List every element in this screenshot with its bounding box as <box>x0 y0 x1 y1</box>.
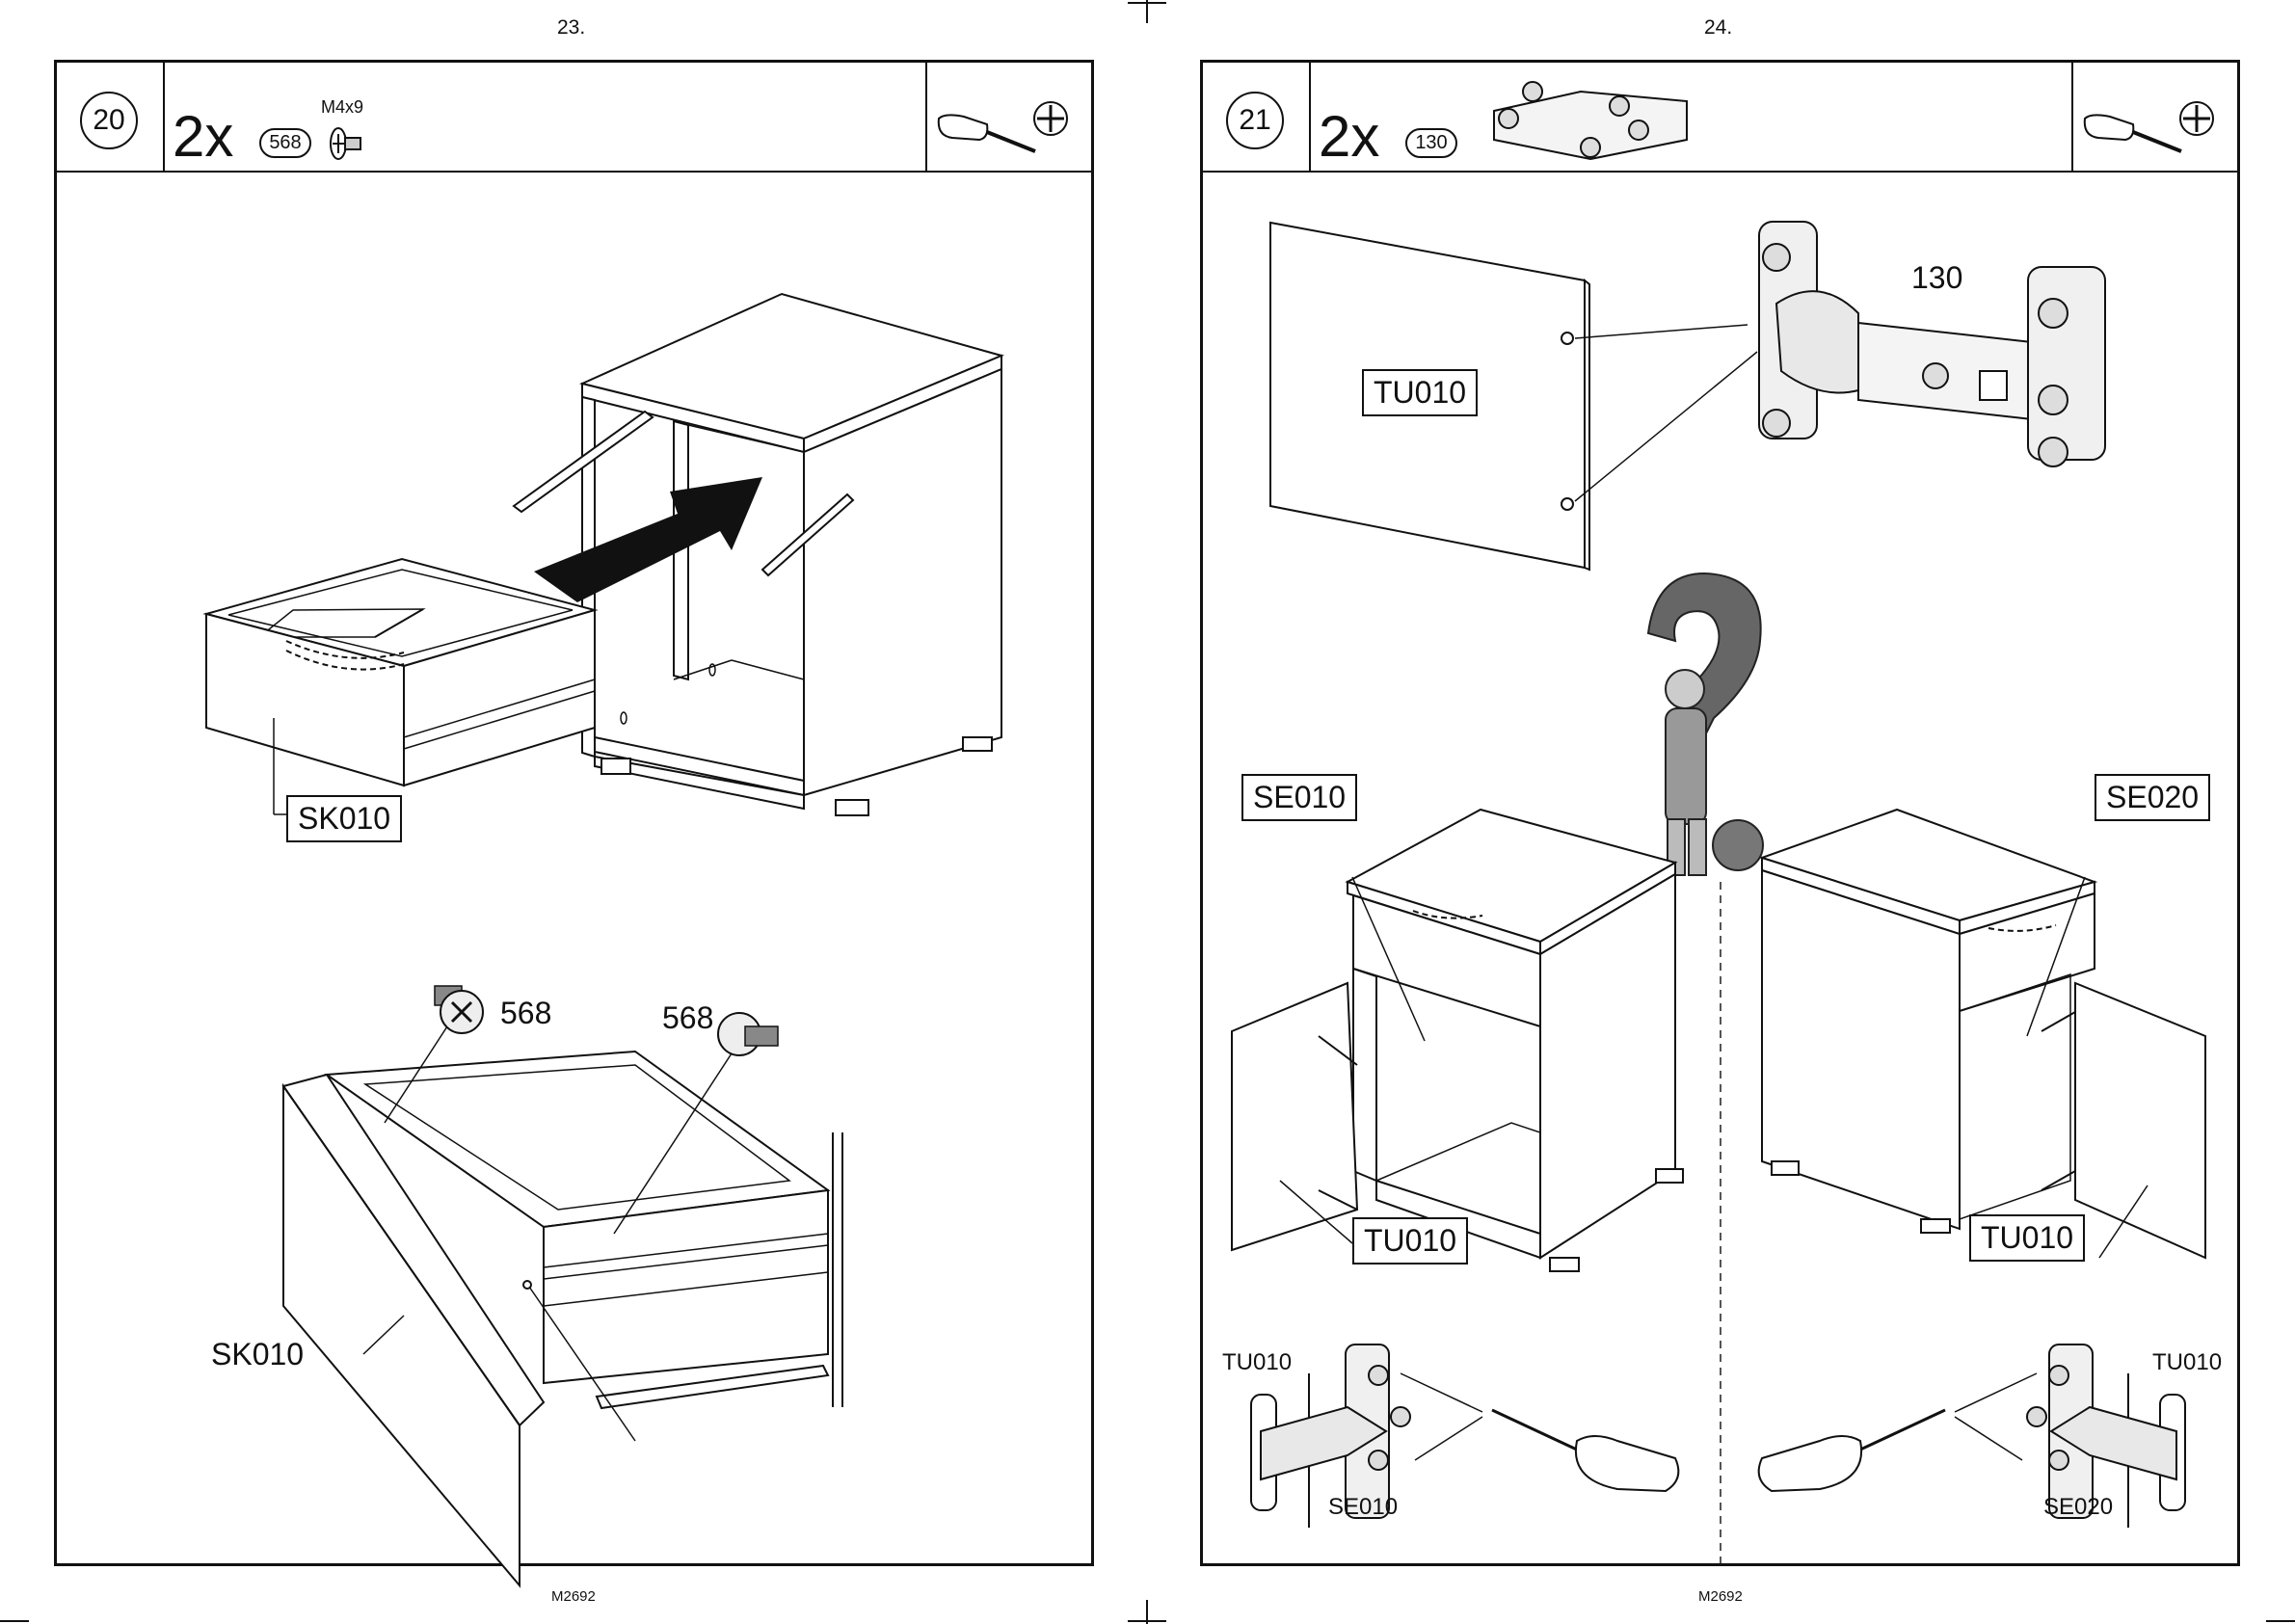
crop-mark <box>2266 1620 2295 1622</box>
crop-mark <box>1128 2 1166 4</box>
part-label-sk010: SK010 <box>211 1337 304 1372</box>
page-footer-code: M2692 <box>1698 1588 1743 1605</box>
screw-label: 568 <box>662 1000 713 1036</box>
detail-label-se010: SE010 <box>1328 1494 1398 1521</box>
door-hinge-illustration <box>1203 63 2237 1563</box>
detail-label-tu010: TU010 <box>2152 1349 2222 1376</box>
crop-mark <box>1128 1620 1166 1622</box>
thinking-man-question-icon <box>1648 573 1763 875</box>
part-label-se010: SE010 <box>1241 774 1357 821</box>
screw-label: 568 <box>500 996 551 1031</box>
page-number: 23. <box>557 16 585 40</box>
detail-label-tu010: TU010 <box>1222 1349 1292 1376</box>
part-label-tu010: TU010 <box>1362 369 1478 416</box>
arrow-icon <box>534 477 762 602</box>
page-number: 24. <box>1704 16 1732 40</box>
hinge-label: 130 <box>1911 260 1962 296</box>
part-label-tu010: TU010 <box>1969 1214 2085 1262</box>
crop-mark <box>0 1620 29 1622</box>
detail-label-se020: SE020 <box>2043 1494 2113 1521</box>
page-footer-code: M2692 <box>551 1588 596 1605</box>
screw-icon <box>435 986 483 1033</box>
screw-icon <box>718 1013 778 1055</box>
step-panel-20: 20 2x 568 M4x9 <box>54 60 1094 1566</box>
part-label-tu010: TU010 <box>1352 1217 1468 1265</box>
step-panel-21: 21 2x 130 <box>1200 60 2240 1566</box>
part-label-sk010: SK010 <box>286 795 402 842</box>
part-label-se020: SE020 <box>2095 774 2210 821</box>
